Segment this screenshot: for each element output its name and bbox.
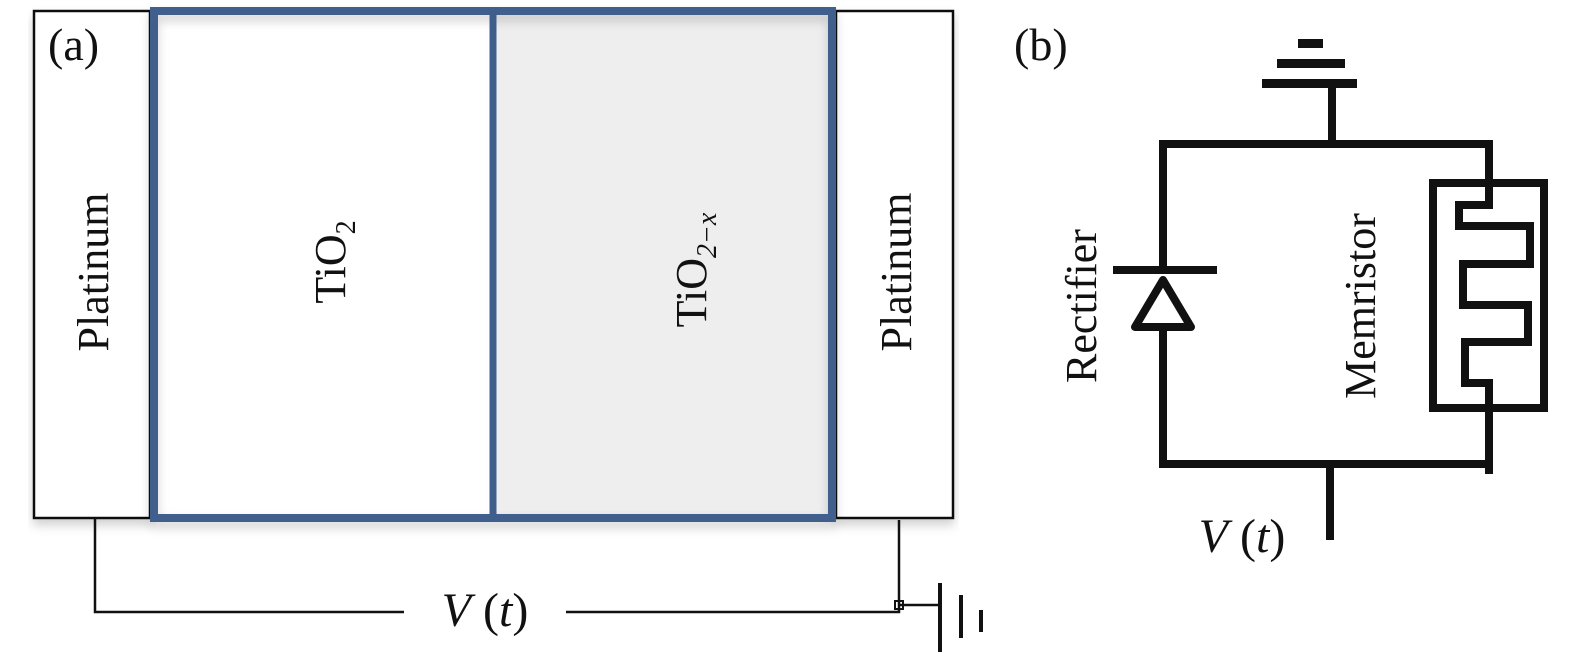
platinum-electrode-left	[32, 9, 152, 520]
platinum-electrode-right	[834, 9, 955, 520]
diode-icon	[1113, 266, 1217, 331]
circuit-wires-a	[93, 518, 940, 614]
voltage-source-label-b: V (t)	[1199, 510, 1286, 563]
voltage-source-label-a: V (t)	[442, 584, 529, 637]
panel-a-label: (a)	[48, 19, 99, 70]
rectifier-label: Rectifier	[1057, 229, 1106, 383]
memristor-label: Memristor	[1336, 213, 1385, 399]
platinum-left-label: Platinum	[69, 193, 118, 352]
ground-icon	[938, 583, 983, 652]
platinum-right-label: Platinum	[872, 193, 921, 352]
panel-b: (b) Rectifier Memristor	[1014, 19, 1548, 563]
ground-icon	[1262, 39, 1357, 140]
panel-a: (a) Platinum TiO2 TiO2−x Platinum V (t)	[32, 7, 983, 652]
tio2x-label: TiO2−x	[667, 212, 723, 327]
wire-junction	[894, 600, 904, 610]
tio2-layer	[154, 11, 493, 518]
tio2-label: TiO2	[306, 220, 362, 303]
panel-b-label: (b)	[1014, 19, 1068, 70]
circuit-wires-b	[1159, 140, 1493, 540]
memristor-icon	[1429, 179, 1548, 412]
tio2x-layer	[493, 11, 832, 518]
